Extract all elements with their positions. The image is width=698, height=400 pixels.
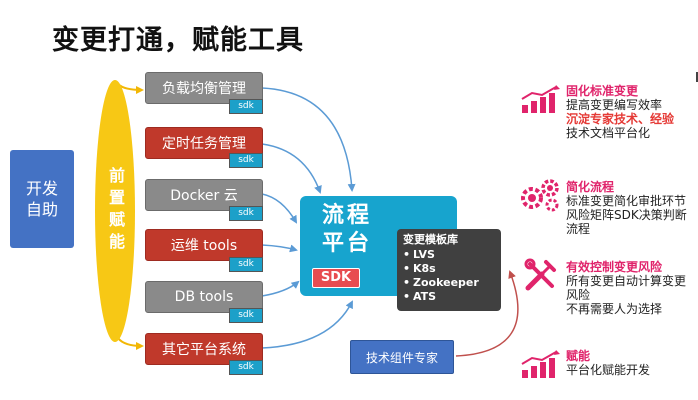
arrow-docker-to-platform — [261, 193, 298, 224]
list-item: LVS — [403, 248, 495, 262]
feature-line-highlight: 沉淀专家技术、经验 — [566, 112, 675, 126]
ops-tools-box: 运维 tools — [145, 229, 263, 261]
arrow-ops-to-platform — [261, 244, 298, 253]
arrow-cron-to-platform — [261, 143, 322, 194]
cron-task-label: 定时任务管理 — [162, 136, 246, 152]
gears-icon — [521, 179, 559, 212]
pre-enable-ellipse: 前置赋能 — [95, 80, 135, 342]
platform-line-2: 平台 — [322, 231, 373, 256]
sdk-tag: sdk — [229, 153, 263, 168]
feature-title: 固化标准变更 — [566, 84, 639, 98]
feature-line: 不再需要人为选择 — [566, 302, 663, 316]
platform-line-1: 流程 — [322, 203, 373, 228]
sdk-tag: sdk — [229, 308, 263, 323]
pre-enable-label: 前置赋能 — [106, 167, 125, 255]
cron-task-management-box: 定时任务管理 — [145, 127, 263, 159]
feature-risk-control: 有效控制变更风险 所有变更自动计算变更 风险 不再需要人为选择 — [566, 260, 686, 316]
list-item: ATS — [403, 290, 495, 304]
dev-self-service-box: 开发自助 — [10, 150, 74, 248]
other-platforms-box: 其它平台系统 — [145, 333, 263, 365]
edge-divider — [696, 72, 698, 82]
feature-line: 风险 — [566, 288, 591, 302]
sdk-tag: sdk — [229, 99, 263, 114]
db-tools-box: DB tools — [145, 281, 263, 313]
growth-chart-icon — [521, 85, 560, 113]
arrow-lb-to-platform — [261, 87, 356, 192]
docker-cloud-box: Docker 云 — [145, 179, 263, 211]
growth-chart-icon — [521, 350, 560, 378]
feature-title: 赋能 — [566, 349, 591, 363]
sdk-tag: sdk — [229, 257, 263, 272]
feature-title: 简化流程 — [566, 180, 615, 194]
lb-management-box: 负载均衡管理 — [145, 72, 263, 104]
arrow-other-to-platform — [261, 300, 353, 349]
template-library-title: 变更模板库 — [403, 233, 458, 246]
dev-self-service-label: 开发自助 — [25, 179, 58, 219]
sdk-tag: sdk — [229, 206, 263, 221]
db-tools-label: DB tools — [174, 289, 234, 305]
feature-line: 提高变更编写效率 — [566, 98, 663, 112]
tools-icon — [524, 258, 556, 291]
feature-standardize: 固化标准变更 提高变更编写效率 沉淀专家技术、经验 技术文档平台化 — [566, 84, 674, 140]
template-list: LVS K8s Zookeeper ATS — [403, 248, 495, 304]
page-title: 变更打通，赋能工具 — [52, 25, 304, 56]
arrow-db-to-platform — [261, 280, 300, 297]
feature-line: 技术文档平台化 — [566, 126, 651, 140]
docker-cloud-label: Docker 云 — [170, 188, 238, 204]
process-platform-title: 流程 平台 — [322, 202, 372, 258]
tech-expert-label: 技术组件专家 — [365, 350, 438, 365]
ops-tools-label: 运维 tools — [170, 238, 238, 254]
list-item: Zookeeper — [403, 276, 495, 290]
feature-simplify-process: 简化流程 标准变更简化审批环节 风险矩阵SDK决策判断 流程 — [566, 180, 687, 236]
feature-title: 有效控制变更风险 — [566, 260, 663, 274]
feature-line: 风险矩阵SDK决策判断 — [566, 208, 687, 222]
sdk-tag: sdk — [229, 360, 263, 375]
feature-line: 平台化赋能开发 — [566, 363, 651, 377]
tech-component-expert-box: 技术组件专家 — [350, 340, 454, 374]
feature-line: 标准变更简化审批环节 — [566, 194, 687, 208]
arrow-ellipse-to-bottom — [117, 337, 144, 350]
feature-line: 所有变更自动计算变更 — [566, 274, 687, 288]
platform-sdk-badge: SDK — [312, 268, 360, 288]
other-platforms-label: 其它平台系统 — [162, 342, 246, 358]
list-item: K8s — [403, 262, 495, 276]
lb-management-label: 负载均衡管理 — [162, 81, 246, 97]
feature-enablement: 赋能 平台化赋能开发 — [566, 349, 650, 377]
feature-line: 流程 — [566, 222, 591, 236]
arrow-expert-to-template — [455, 270, 519, 357]
change-template-library: 变更模板库 LVS K8s Zookeeper ATS — [397, 229, 501, 311]
